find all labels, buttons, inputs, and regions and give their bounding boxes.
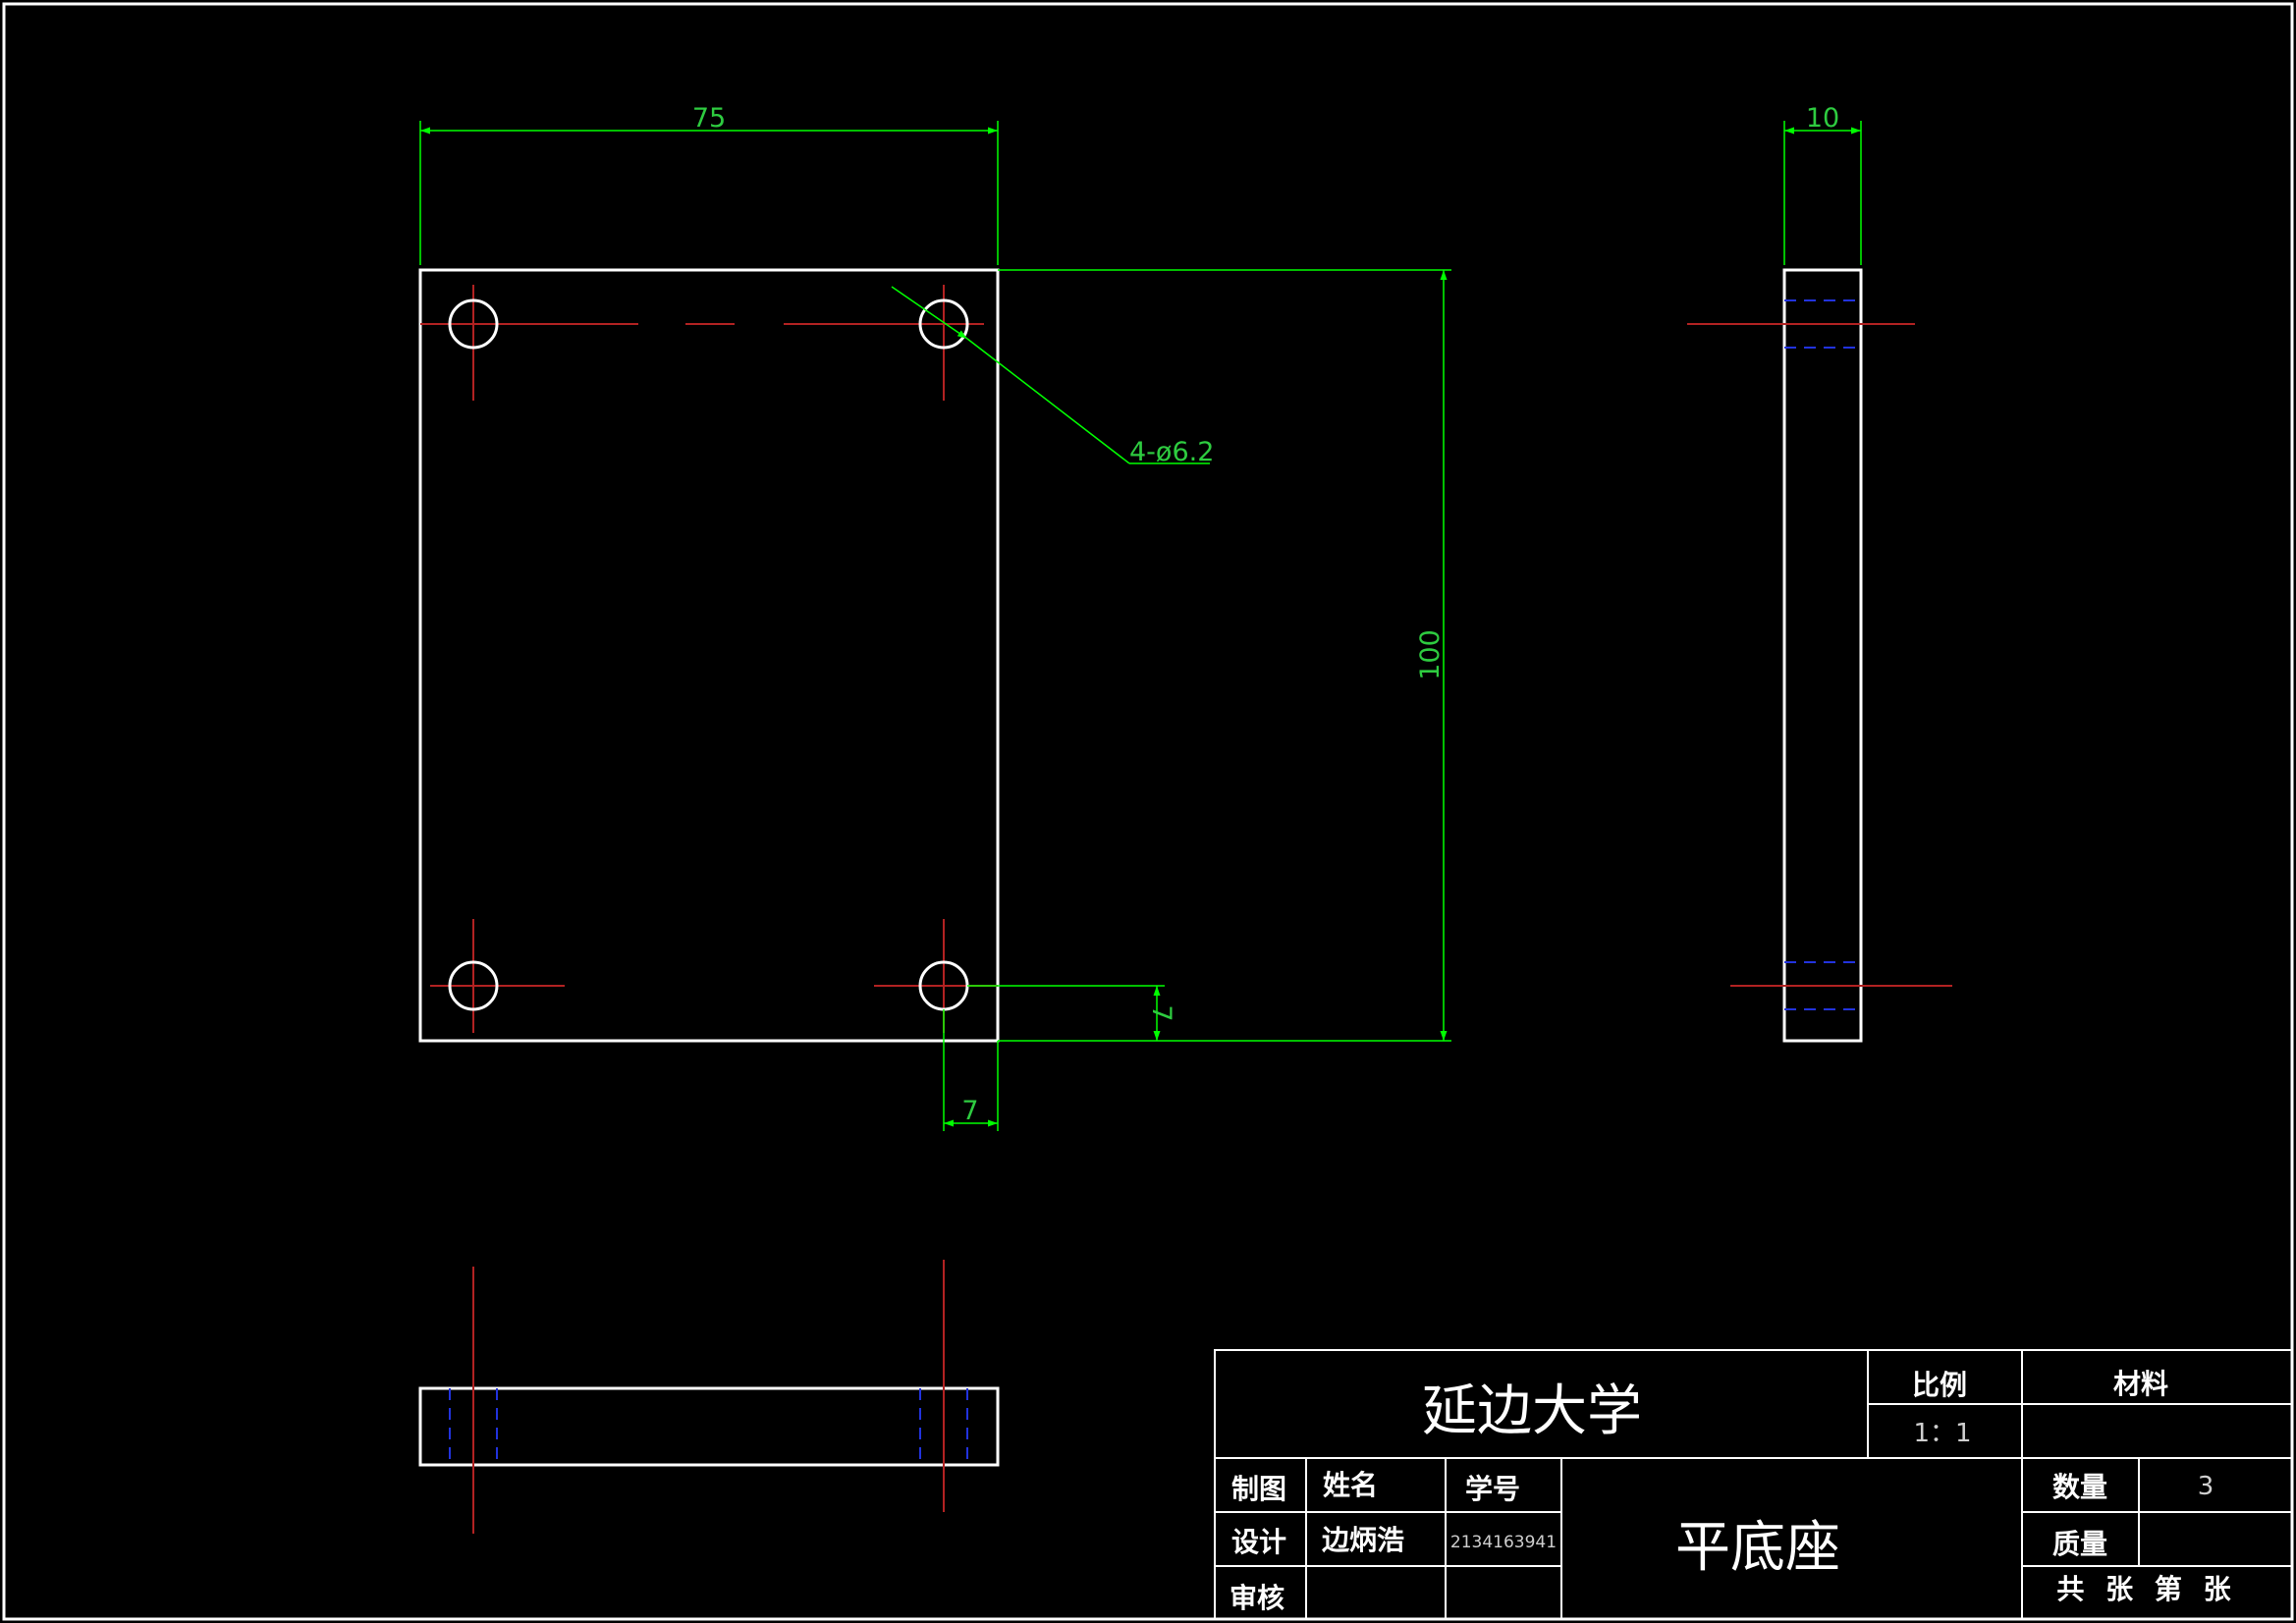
plate-outline [418,268,1000,1043]
dim-offset-y [967,985,1165,1041]
dim-offset-x [943,1009,999,1131]
dim-offset-x-label: 7 [961,1096,978,1126]
designer-id: 2134163941 [1450,1533,1557,1552]
name-label: 姓名 [1323,1469,1378,1501]
review-label: 审核 [1230,1582,1285,1614]
scale-label: 比例 [1912,1369,1967,1401]
dim-thickness-label: 10 [1806,103,1839,134]
student-id-label: 学号 [1465,1473,1520,1505]
bottom-outline [418,1386,1000,1467]
front-view: 75 100 4-ø6.2 7 7 [418,103,1451,1131]
draw-label: 制图 [1231,1473,1286,1505]
designer-name: 边炳浩 [1322,1524,1404,1556]
sheets-text: 共 张 第 张 [2056,1573,2236,1605]
scale-value: 1：1 [1913,1419,1971,1448]
dim-offset-y-label: 7 [1146,1004,1176,1021]
hole-callout-label: 4-ø6.2 [1129,437,1214,467]
centerlines [420,285,998,1033]
material-label: 材料 [2113,1368,2168,1400]
side-outline [1782,268,1863,1043]
quantity-label: 数量 [2052,1471,2107,1503]
dim-thickness [1783,121,1862,265]
dim-width [419,121,999,265]
dim-height [998,269,1451,1042]
dim-height-label: 100 [1415,629,1446,680]
dim-width-label: 75 [692,103,726,134]
design-label: 设计 [1231,1526,1286,1558]
bottom-view [418,1260,1000,1534]
hole-callout-leader [891,286,1210,464]
quantity-value: 3 [2198,1472,2214,1501]
mounting-hole [448,298,499,350]
mounting-hole [918,298,969,350]
mass-label: 质量 [2052,1528,2107,1560]
part-name: 平底座 [1675,1516,1840,1580]
school-name: 延边大学 [1422,1380,1642,1443]
side-view: 10 [1687,103,1952,1043]
mounting-hole [448,960,499,1011]
title-block [1214,1349,2293,1620]
